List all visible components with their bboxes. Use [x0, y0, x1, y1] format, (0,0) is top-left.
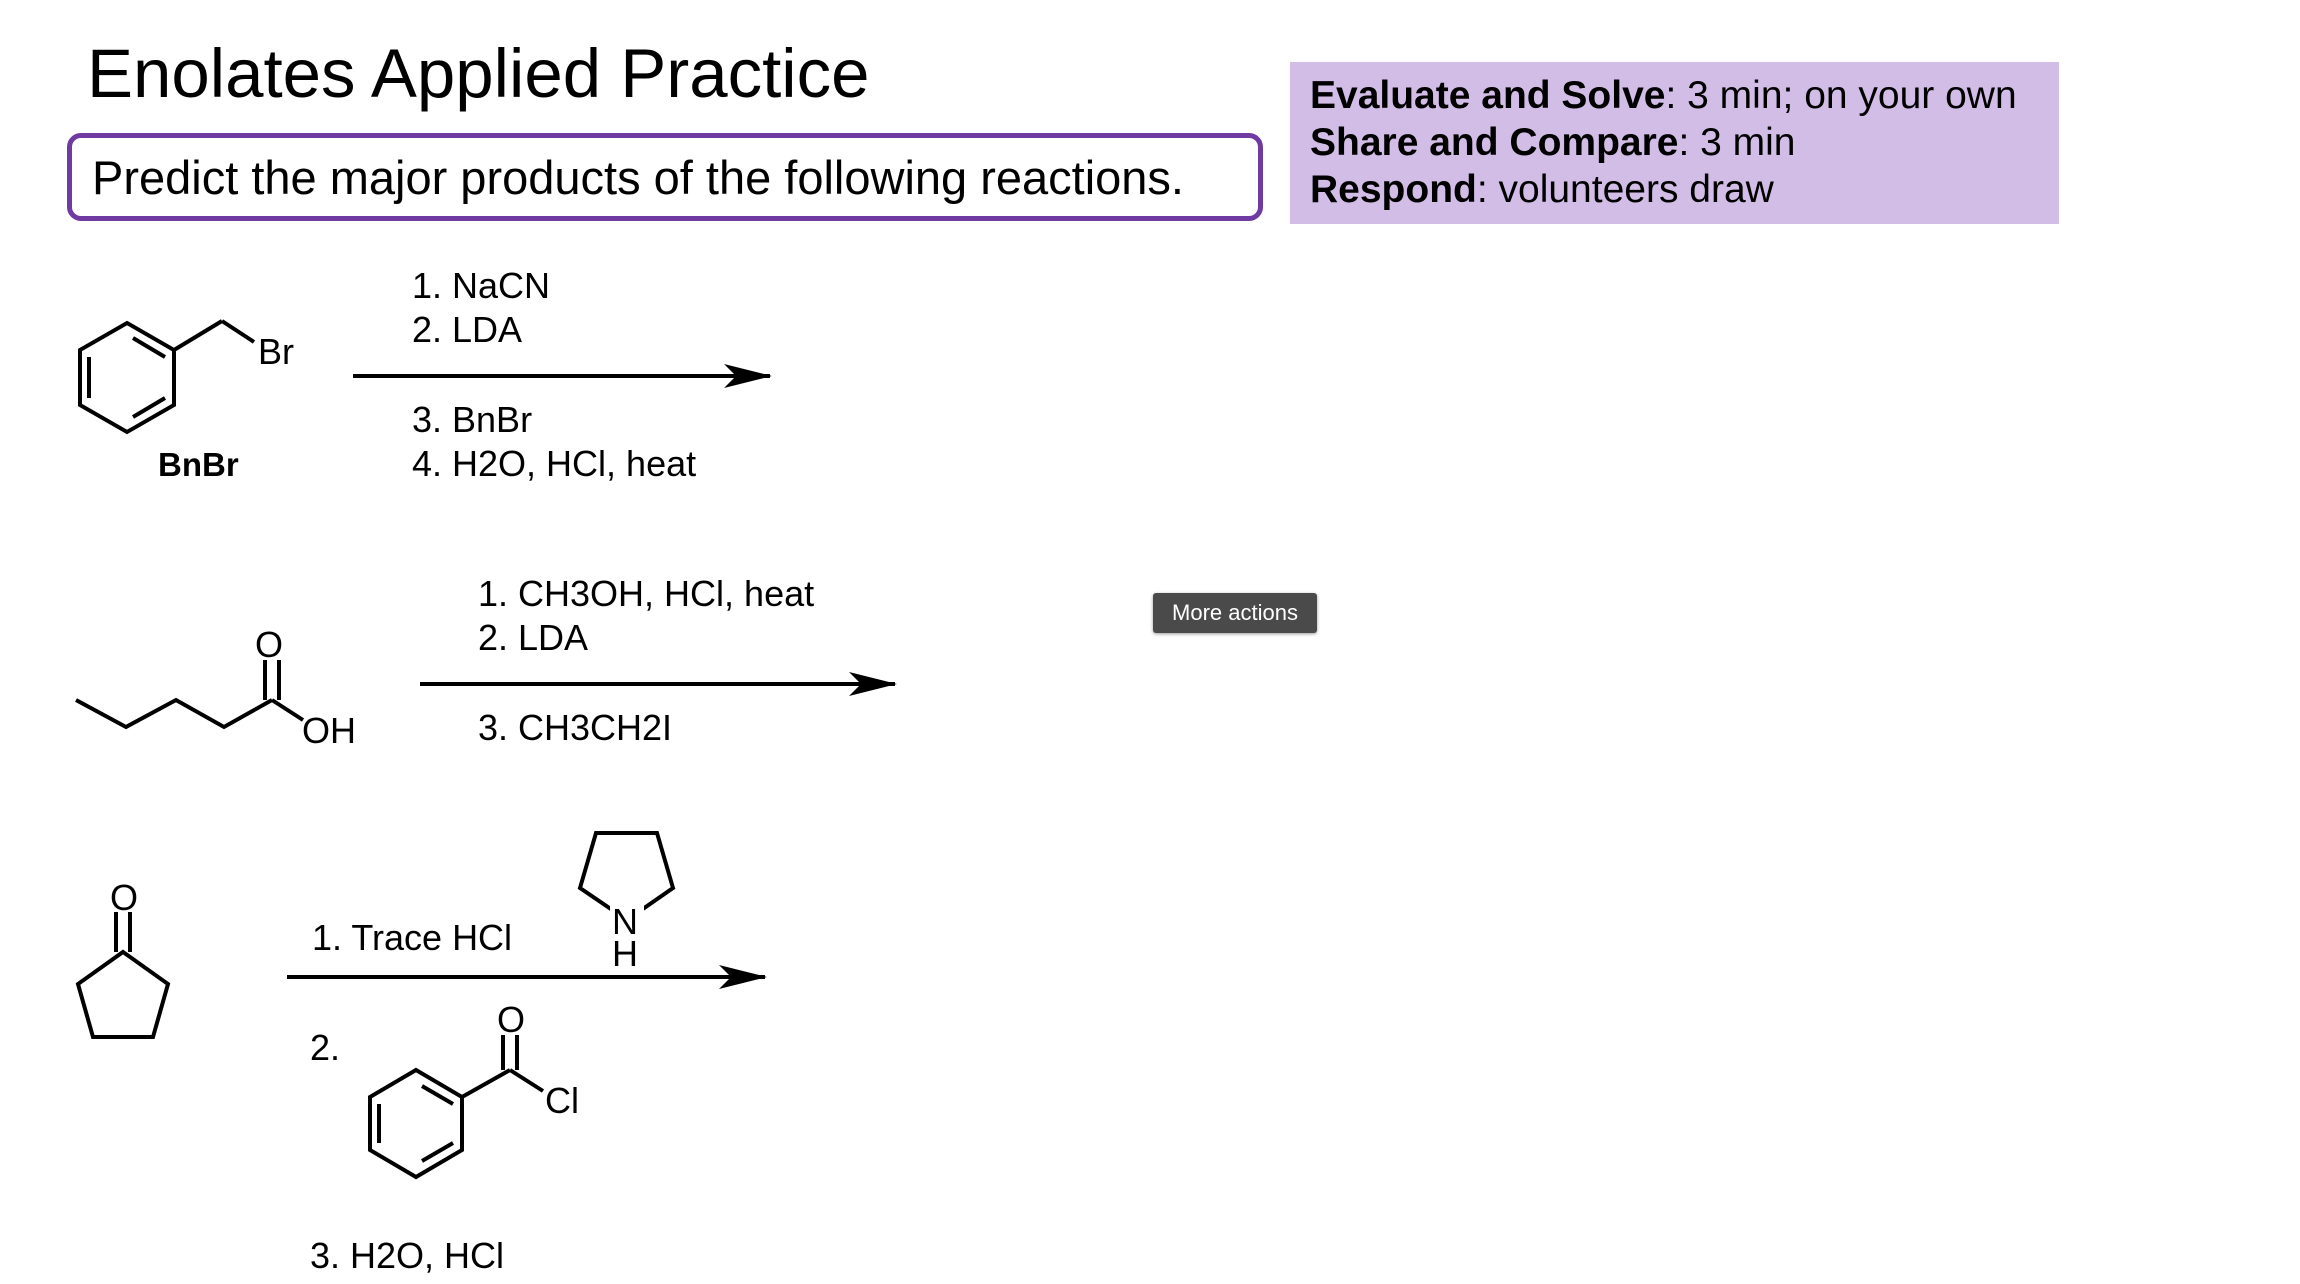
benzyl-bromide-structure	[78, 319, 256, 435]
bnbr-label: BnBr	[158, 446, 239, 483]
more-actions-tooltip[interactable]: More actions	[1153, 593, 1317, 633]
atom-label-o-acid: O	[255, 624, 283, 665]
instruction-box: Predict the major products of the follow…	[67, 133, 1263, 221]
info-line-respond: Respond: volunteers draw	[1310, 168, 1774, 211]
atom-label-o-acyl: O	[497, 999, 525, 1040]
activity-info-box: Evaluate and Solve: 3 min; on your own S…	[1290, 62, 2059, 224]
pentanoic-acid-structure	[75, 660, 305, 730]
r2-reagent-2: 2. LDA	[478, 617, 589, 658]
r2-reagent-3: 3. CH3CH2I	[478, 707, 673, 748]
slide-title: Enolates Applied Practice	[87, 35, 870, 112]
instruction-text: Predict the major products of the follow…	[92, 151, 1184, 204]
benzoyl-chloride-structure	[368, 1035, 545, 1180]
pyrrolidine-structure	[577, 831, 676, 923]
r1-reagent-1: 1. NaCN	[412, 265, 551, 306]
atom-label-n: N	[612, 901, 638, 942]
r1-reagent-2: 2. LDA	[412, 309, 523, 350]
info-line-evaluate: Evaluate and Solve: 3 min; on your own	[1310, 74, 2017, 117]
atom-label-o-ketone: O	[110, 877, 138, 918]
cyclopentanone-structure	[75, 912, 171, 1039]
pyrrolidine-n-mask	[610, 900, 644, 936]
r2-reagent-1: 1. CH3OH, HCl, heat	[478, 573, 815, 614]
atom-label-cl: Cl	[545, 1080, 579, 1121]
r1-reagent-4: 4. H2O, HCl, heat	[412, 443, 697, 484]
atom-label-nh: H	[612, 933, 638, 974]
atom-label-br: Br	[258, 331, 294, 372]
r3-step-2-label: 2.	[310, 1027, 341, 1068]
info-line-share: Share and Compare: 3 min	[1310, 121, 1796, 164]
r3-reagent-3: 3. H2O, HCl	[310, 1235, 505, 1276]
r1-reagent-3: 3. BnBr	[412, 399, 533, 440]
atom-label-oh: OH	[302, 710, 356, 751]
r3-reagent-1: 1. Trace HCl	[312, 917, 513, 958]
